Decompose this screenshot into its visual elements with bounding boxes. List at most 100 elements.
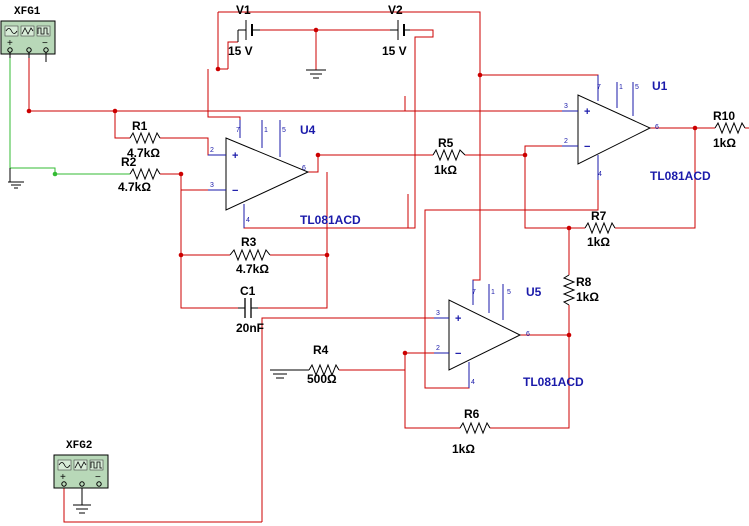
wire-xfg1-com — [9, 58, 130, 175]
u4-pin-7: 7 — [236, 127, 240, 134]
u5-pin-4: 4 — [471, 379, 475, 386]
wire-u1-vpos — [480, 74, 599, 95]
u1-pin-out: 6 — [655, 124, 659, 131]
r5-value: 1kΩ — [434, 163, 457, 177]
u4-pin-out: 6 — [302, 165, 306, 172]
u4-pin-5: 5 — [282, 127, 286, 134]
wire-supply-top-right — [218, 11, 481, 75]
r8-value: 1kΩ — [576, 290, 599, 304]
wire-r6-left — [404, 353, 460, 429]
wire-u5-plus — [261, 317, 449, 522]
resistor-r1[interactable]: R1 4.7kΩ — [127, 119, 161, 160]
junctions — [26, 27, 698, 356]
r1-name: R1 — [132, 119, 148, 133]
r5-name: R5 — [438, 136, 454, 150]
r6-name: R6 — [464, 407, 480, 421]
wire-v2-neg — [408, 29, 434, 229]
u4-pin-plus: 2 — [210, 147, 214, 154]
v2-value: 15 V — [382, 44, 407, 58]
r7-value: 1kΩ — [587, 235, 610, 249]
opamp-u4[interactable]: + − 2 3 7 1 5 4 6 U4 TL081ACD — [208, 120, 361, 228]
u1-pin-plus: 3 — [564, 103, 568, 110]
r4-value: 500Ω — [307, 372, 337, 386]
resistor-r2[interactable]: R2 4.7kΩ — [118, 155, 161, 194]
wire-r5-u1 — [465, 145, 578, 156]
resistor-r3[interactable]: R3 4.7kΩ — [229, 235, 271, 276]
svg-text:−: − — [232, 185, 238, 197]
u4-part: TL081ACD — [300, 213, 361, 227]
opamp-u5[interactable]: + − 3 2 7 1 5 4 6 U5 TL081ACD — [434, 280, 584, 389]
resistor-r7[interactable]: R7 1kΩ — [584, 209, 616, 249]
square-wave-icon — [36, 25, 51, 37]
triangle-wave-icon — [20, 25, 35, 37]
u1-pin-1: 1 — [619, 84, 623, 91]
wire-r8-bottom — [490, 305, 570, 429]
xfg1-plus-label: + — [7, 38, 13, 49]
u1-pin-minus: 2 — [564, 138, 568, 145]
u5-pin-out: 6 — [526, 331, 530, 338]
resistor-r8[interactable]: R8 1kΩ — [562, 274, 599, 306]
u4-pin-4: 4 — [246, 217, 250, 224]
wire-xfg1-plus — [28, 58, 405, 112]
wire-supply-top — [217, 12, 228, 70]
ground-supply-icon — [306, 69, 326, 79]
ground-xfg1-icon — [8, 168, 24, 189]
u5-part: TL081ACD — [523, 375, 584, 389]
svg-text:−: − — [584, 141, 590, 153]
opamp-u1[interactable]: + − 3 2 7 1 5 4 6 U1 TL081ACD — [562, 75, 711, 183]
ground-xfg2-icon — [73, 488, 91, 514]
function-generator-xfg2[interactable]: XFG2 + − — [53, 440, 109, 489]
square-wave-icon — [89, 459, 104, 471]
c1-name: C1 — [240, 284, 256, 298]
function-generator-xfg1[interactable]: XFG1 + − — [0, 6, 56, 62]
ground-r4-icon — [270, 369, 309, 379]
wire-r3-loop — [180, 174, 230, 256]
dc-source-v1[interactable]: V1 15 V — [228, 3, 260, 58]
wires — [28, 11, 749, 523]
svg-text:−: − — [455, 348, 461, 360]
u5-name: U5 — [526, 285, 542, 299]
r2-value: 4.7kΩ — [118, 180, 151, 194]
u1-part: TL081ACD — [650, 169, 711, 183]
u1-name: U1 — [652, 79, 668, 93]
wire-c1-right — [258, 255, 328, 309]
r3-name: R3 — [241, 235, 257, 249]
r6-value: 1kΩ — [452, 442, 475, 456]
wire-c1-left — [180, 255, 238, 309]
resistor-r4[interactable]: R4 500Ω — [307, 343, 340, 386]
u5-pin-1: 1 — [491, 289, 495, 296]
resistor-r6[interactable]: R6 1kΩ — [452, 407, 491, 456]
u5-pin-plus: 3 — [436, 310, 440, 317]
u1-pin-5: 5 — [635, 84, 639, 91]
wire-u5-vpos — [472, 75, 481, 300]
u4-pin-1: 1 — [264, 127, 268, 134]
resistor-r5[interactable]: R5 1kΩ — [432, 136, 466, 177]
u5-pin-7: 7 — [472, 289, 476, 296]
wire-to-u1-plus — [404, 96, 578, 112]
green-wires — [9, 58, 130, 175]
wire-r2-u4 — [160, 173, 226, 191]
dc-source-v2[interactable]: V2 15 V — [382, 3, 410, 58]
u5-pin-minus: 2 — [436, 345, 440, 352]
u4-name: U4 — [300, 123, 316, 137]
wire-u4-out — [308, 154, 433, 173]
u1-pin-4: 4 — [598, 171, 602, 178]
svg-text:+: + — [232, 150, 238, 162]
r2-name: R2 — [121, 155, 137, 169]
triangle-wave-icon — [73, 459, 88, 471]
v2-name: V2 — [388, 3, 403, 17]
svg-text:+: + — [455, 313, 461, 325]
capacitor-c1[interactable]: C1 20nF — [236, 284, 264, 335]
wire-u1-out — [615, 127, 696, 229]
resistor-r10[interactable]: R10 1kΩ — [713, 109, 746, 150]
wire-xfg2-plus — [63, 488, 262, 523]
u1-pin-7: 7 — [597, 84, 601, 91]
xfg1-label: XFG1 — [14, 6, 41, 18]
xfg2-plus-label: + — [60, 472, 66, 483]
r7-name: R7 — [591, 209, 607, 223]
wire-xfg1-plus-r1 — [29, 110, 130, 139]
xfg2-label: XFG2 — [66, 440, 92, 452]
v1-name: V1 — [236, 3, 251, 17]
